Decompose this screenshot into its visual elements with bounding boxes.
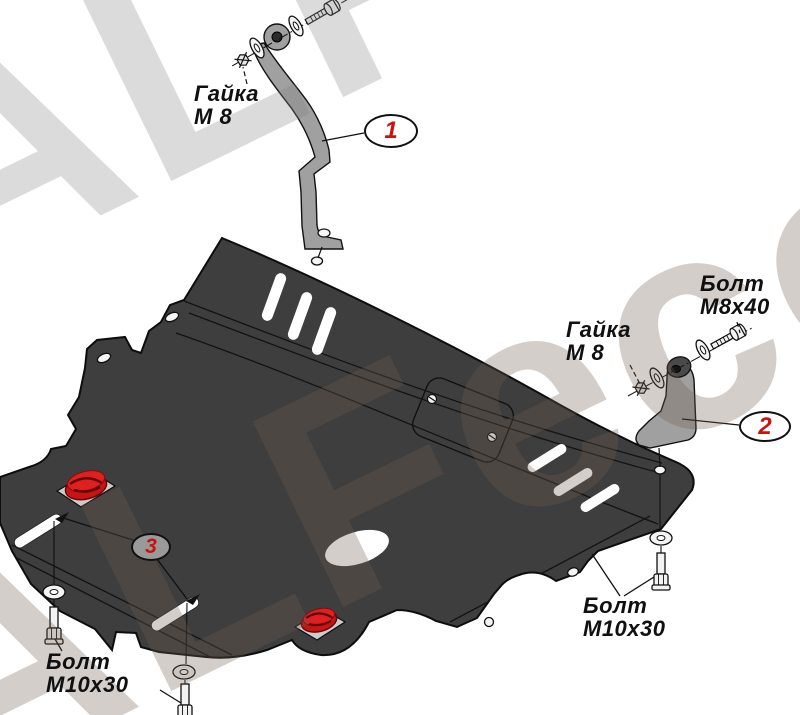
callout-number: 3 — [145, 535, 157, 558]
mount-bracket-1 — [253, 23, 344, 259]
label-nut-m8-right: Гайка М 8 — [566, 318, 631, 364]
bolt-drop-right — [649, 474, 673, 591]
bolt-drop-middle — [172, 602, 196, 715]
mount-bracket-2 — [635, 356, 697, 468]
label-nut-m8-top: Гайка М 8 — [194, 82, 259, 128]
bolt-m10-icon — [651, 552, 671, 591]
plate-bend-creases — [6, 300, 663, 658]
fastener-axis-bracket-2 — [627, 322, 753, 398]
dashed-leaders — [242, 66, 741, 385]
rubber-pad-1 — [55, 470, 117, 508]
leader-lines — [54, 132, 740, 704]
label-line: Болт — [46, 649, 111, 674]
label-line: M10x30 — [46, 672, 129, 697]
washer-icon — [42, 584, 66, 600]
bolt-m10-icon — [44, 606, 64, 645]
label-line: М 8 — [566, 340, 605, 365]
nut-m8-icon — [631, 378, 651, 398]
label-line: Гайка — [566, 317, 632, 342]
label-bolt-m10x30-left: Болт M10x30 — [46, 650, 129, 696]
callout-2: 2 — [739, 411, 791, 442]
callout-1: 1 — [364, 114, 418, 148]
label-line: М 8 — [194, 104, 233, 129]
slot-arrow-icon — [186, 594, 200, 605]
fastener-axis-bracket-1 — [231, 0, 348, 70]
callout-number: 1 — [384, 117, 398, 144]
callout-3: 3 — [131, 533, 171, 561]
label-bolt-m8x40: Болт M8x40 — [700, 272, 770, 318]
washer-icon — [172, 664, 196, 680]
rubber-pad-2 — [293, 607, 347, 641]
label-bolt-m10x30-right: Болт M10x30 — [583, 594, 666, 640]
callout-number: 2 — [758, 412, 772, 440]
label-line: Болт — [583, 593, 648, 618]
bolt-m8-icon — [708, 322, 749, 353]
access-hatch — [411, 377, 515, 463]
label-line: Гайка — [194, 81, 260, 106]
label-line: M10x30 — [583, 616, 666, 641]
bolt-drop-left — [42, 521, 66, 645]
nut-m8-icon — [233, 50, 253, 70]
bolt-m8-icon — [302, 0, 343, 29]
label-line: M8x40 — [700, 294, 770, 319]
bolt-m10-icon — [175, 683, 195, 715]
label-line: Болт — [700, 271, 765, 296]
washer-icon — [649, 530, 673, 546]
oval-opening — [325, 529, 389, 567]
washer-icon — [646, 365, 668, 391]
